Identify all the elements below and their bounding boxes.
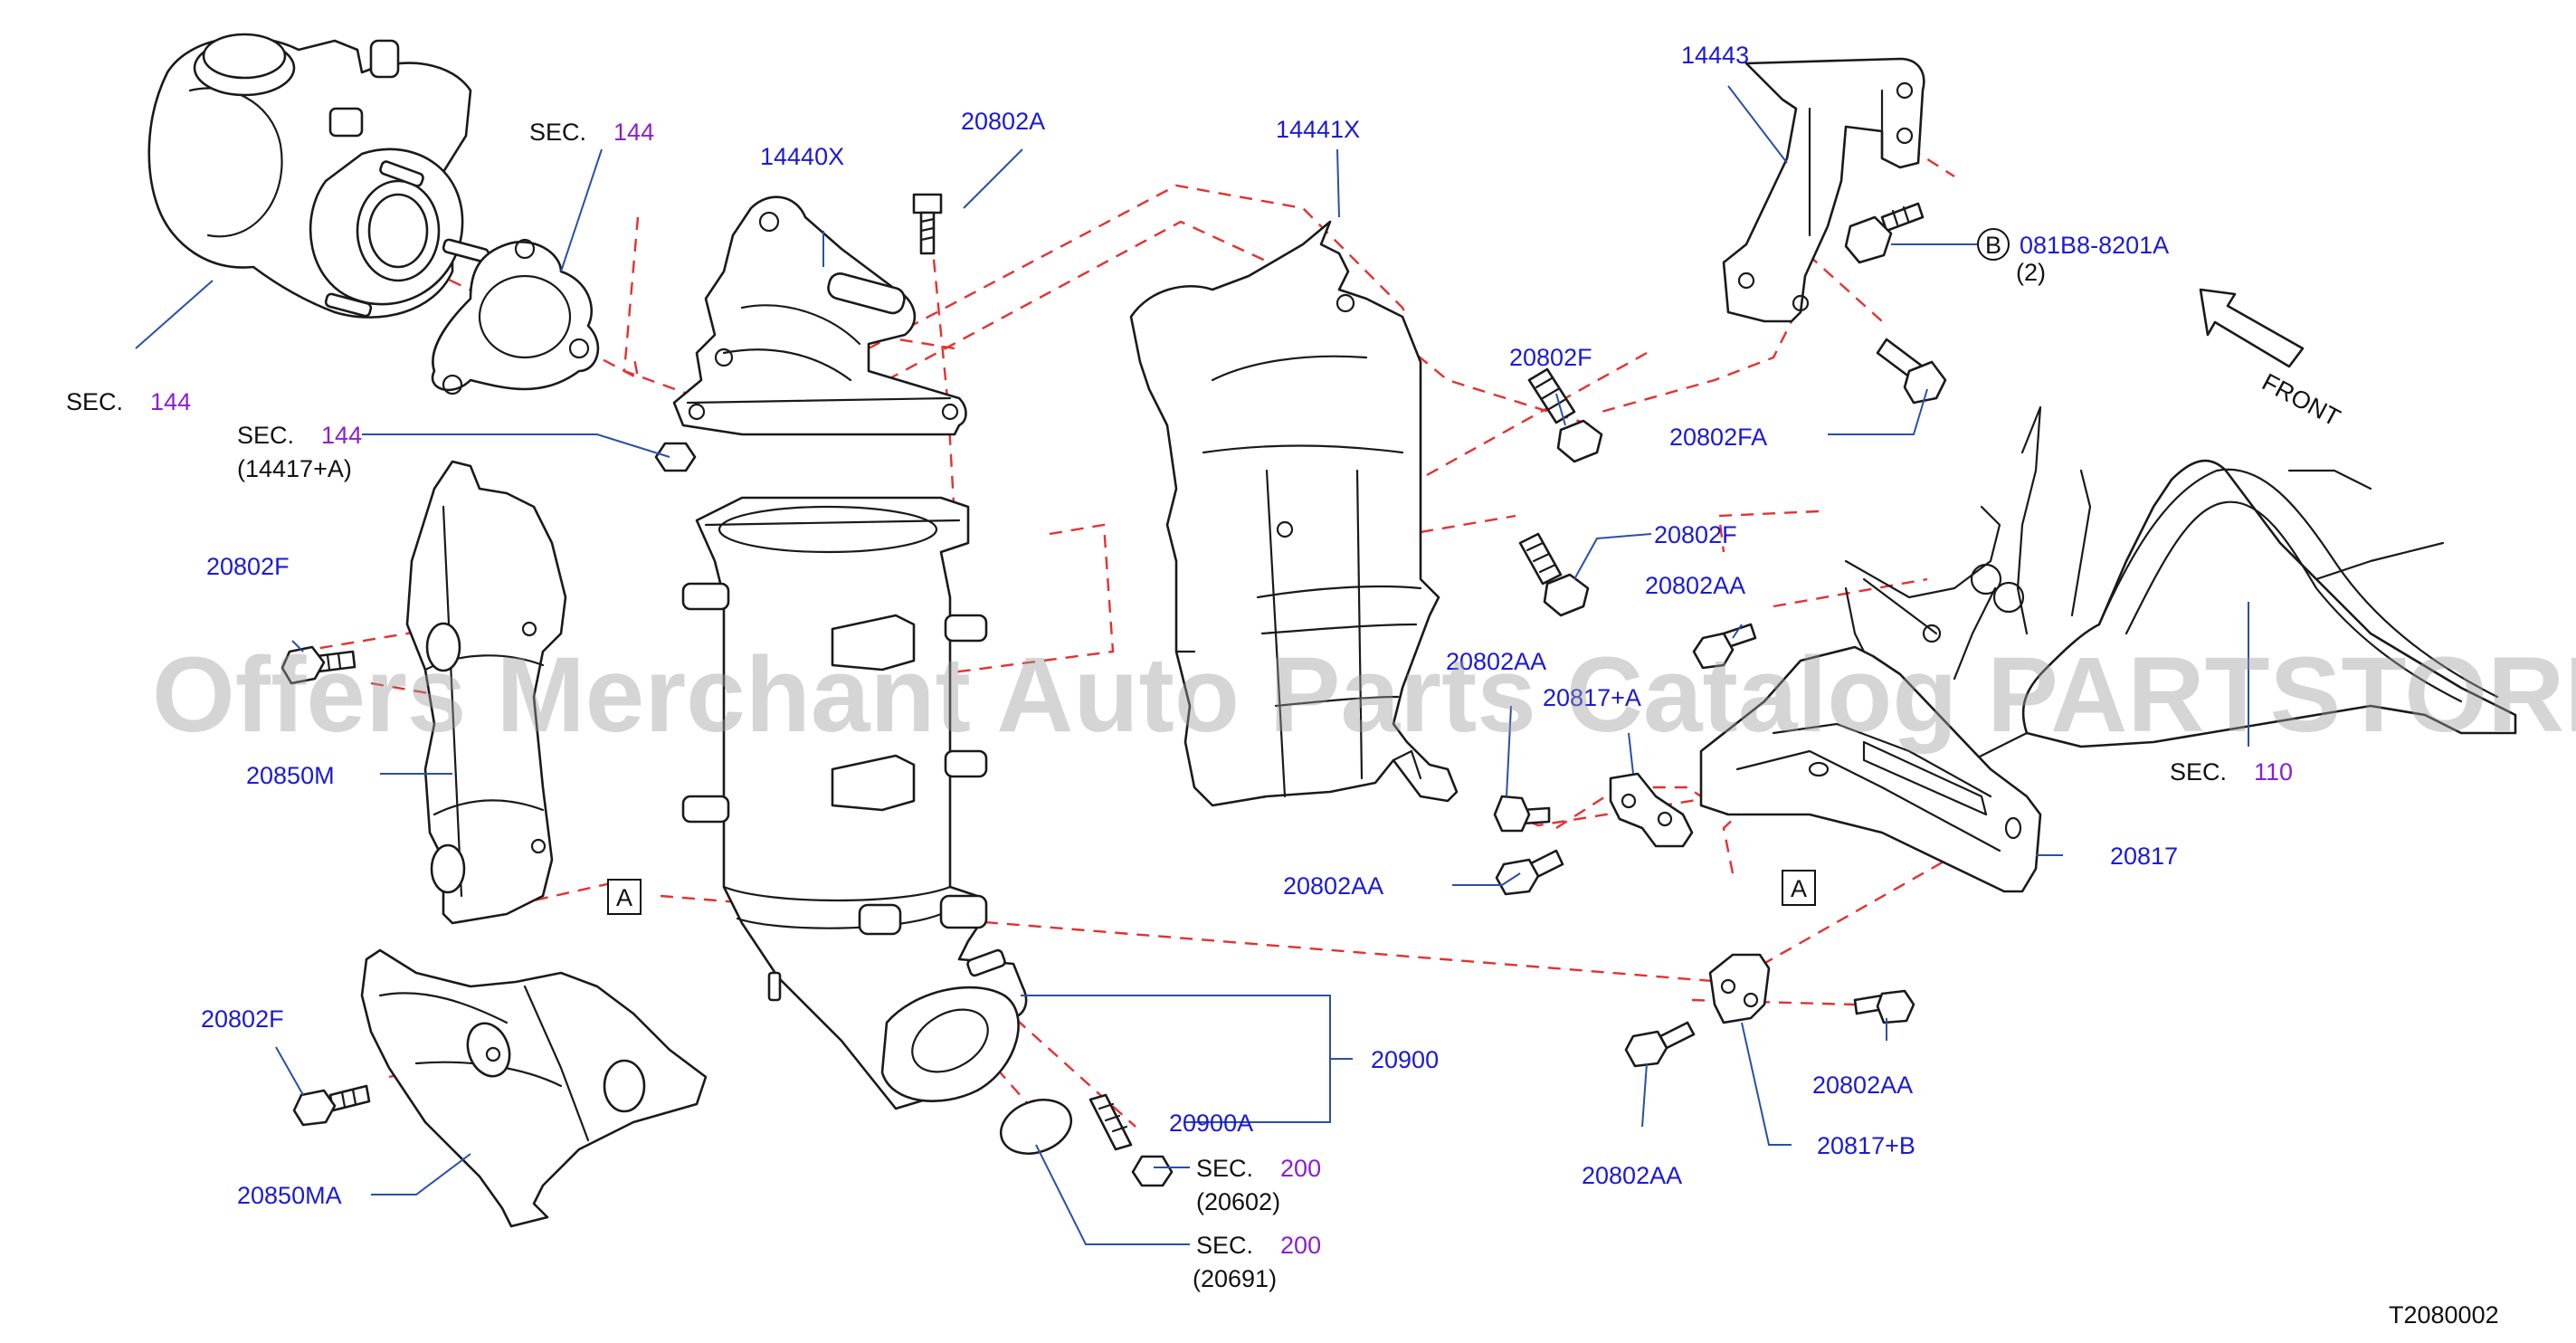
svg-text:A: A	[1791, 875, 1807, 902]
part-20802aa-label-2[interactable]: 20802AA	[1446, 648, 1546, 675]
bolt-20802f-upper	[1527, 367, 1603, 463]
bracket-20817b	[1708, 953, 1771, 1024]
b-ref-callout[interactable]: B 081B8-8201A (2)	[1977, 228, 2169, 286]
bolt-20802aa-5	[1624, 1021, 1696, 1068]
bracket-20817a	[1609, 772, 1694, 848]
svg-text:A: A	[616, 884, 632, 911]
heat-shield-20850m	[405, 460, 567, 925]
bolt-20802aa-2	[1493, 795, 1551, 833]
b-circle-label: B	[1985, 232, 2001, 259]
ref-a-box-left[interactable]: A	[607, 879, 642, 915]
turbo-gasket	[431, 238, 600, 395]
part-20802aa-label-4[interactable]: 20802AA	[1812, 1072, 1913, 1099]
front-arrow	[2199, 288, 2305, 368]
part-20802f-label-1[interactable]: 20802F	[1509, 344, 1592, 371]
part-14440x-label[interactable]: 14440X	[760, 143, 844, 170]
leader-lines	[135, 85, 2249, 1245]
nut-14417a	[654, 442, 697, 472]
sec200-sub-b: (20691)	[1193, 1265, 1277, 1292]
part-20817-label[interactable]: 20817	[2110, 843, 2178, 870]
sec144-label-a[interactable]: SEC.144	[66, 388, 191, 415]
front-label: FRONT	[2258, 368, 2344, 432]
gasket-20691	[999, 1099, 1073, 1155]
catalytic-converter-20900	[681, 496, 1028, 1110]
part-20802f-label-left[interactable]: 20802F	[206, 553, 290, 580]
bolt-20802f-lower	[292, 1084, 371, 1127]
part-20802f-label-low[interactable]: 20802F	[201, 1005, 284, 1033]
part-14441x-label[interactable]: 14441X	[1276, 116, 1360, 143]
sec144-sub-label: (14417+A)	[237, 455, 352, 482]
bolt-20802f-left	[280, 645, 356, 685]
part-20817a-label[interactable]: 20817+A	[1543, 684, 1641, 711]
exhaust-outlet-14440x	[672, 195, 967, 436]
sec110-label[interactable]: SEC.110	[2170, 758, 2293, 786]
bolt-20802f-middle	[1518, 532, 1590, 617]
part-081b8-label[interactable]: 081B8-8201A	[2020, 232, 2169, 259]
diagram-id: T2080002	[2389, 1301, 2499, 1329]
part-20802fa-label[interactable]: 20802FA	[1669, 424, 1767, 451]
bolt-20802fa	[1876, 338, 1947, 405]
sec144-label-c[interactable]: SEC.144	[237, 422, 362, 449]
heat-shield-20850ma	[360, 948, 708, 1228]
part-20802aa-label-1[interactable]: 20802AA	[1645, 572, 1745, 599]
sec144-label-b[interactable]: SEC.144	[529, 119, 654, 146]
watermark: Offers Merchant Auto Parts Catalog PARTS…	[152, 635, 2576, 755]
part-20802aa-label-3[interactable]: 20802AA	[1283, 872, 1383, 900]
bracket-20817	[1699, 645, 2042, 893]
bolt-20802aa-4	[1853, 989, 1915, 1024]
bolt-20802aa-3	[1495, 849, 1564, 896]
stud-20900a	[1088, 1093, 1174, 1187]
part-20850ma-label[interactable]: 20850MA	[237, 1182, 342, 1209]
part-20900a-label[interactable]: 20900A	[1169, 1110, 1253, 1137]
sec200-label-a[interactable]: SEC.200	[1196, 1155, 1321, 1182]
part-20850m-label[interactable]: 20850M	[246, 762, 335, 789]
qty-label: (2)	[2016, 259, 2046, 286]
part-20802aa-label-5[interactable]: 20802AA	[1582, 1162, 1682, 1189]
bolt-081b8-8201a	[1844, 202, 1925, 264]
part-20900-label[interactable]: 20900	[1371, 1046, 1439, 1073]
part-20817b-label[interactable]: 20817+B	[1817, 1132, 1915, 1159]
bolt-20802aa-1	[1692, 623, 1757, 670]
sec200-label-b[interactable]: SEC.200	[1196, 1232, 1321, 1259]
part-14443-label[interactable]: 14443	[1681, 42, 1749, 69]
ref-a-box-right[interactable]: A	[1782, 870, 1816, 906]
part-20802f-label-2[interactable]: 20802F	[1654, 521, 1737, 548]
turbocharger	[147, 33, 490, 319]
sec200-sub-a: (20602)	[1196, 1188, 1280, 1215]
part-20802a-label[interactable]: 20802A	[961, 108, 1045, 135]
heat-shield-14441x	[1129, 220, 1459, 807]
engine-block-sec110	[1844, 405, 2517, 762]
bracket-14443	[1722, 57, 1925, 323]
bolt-20802a	[912, 193, 943, 255]
